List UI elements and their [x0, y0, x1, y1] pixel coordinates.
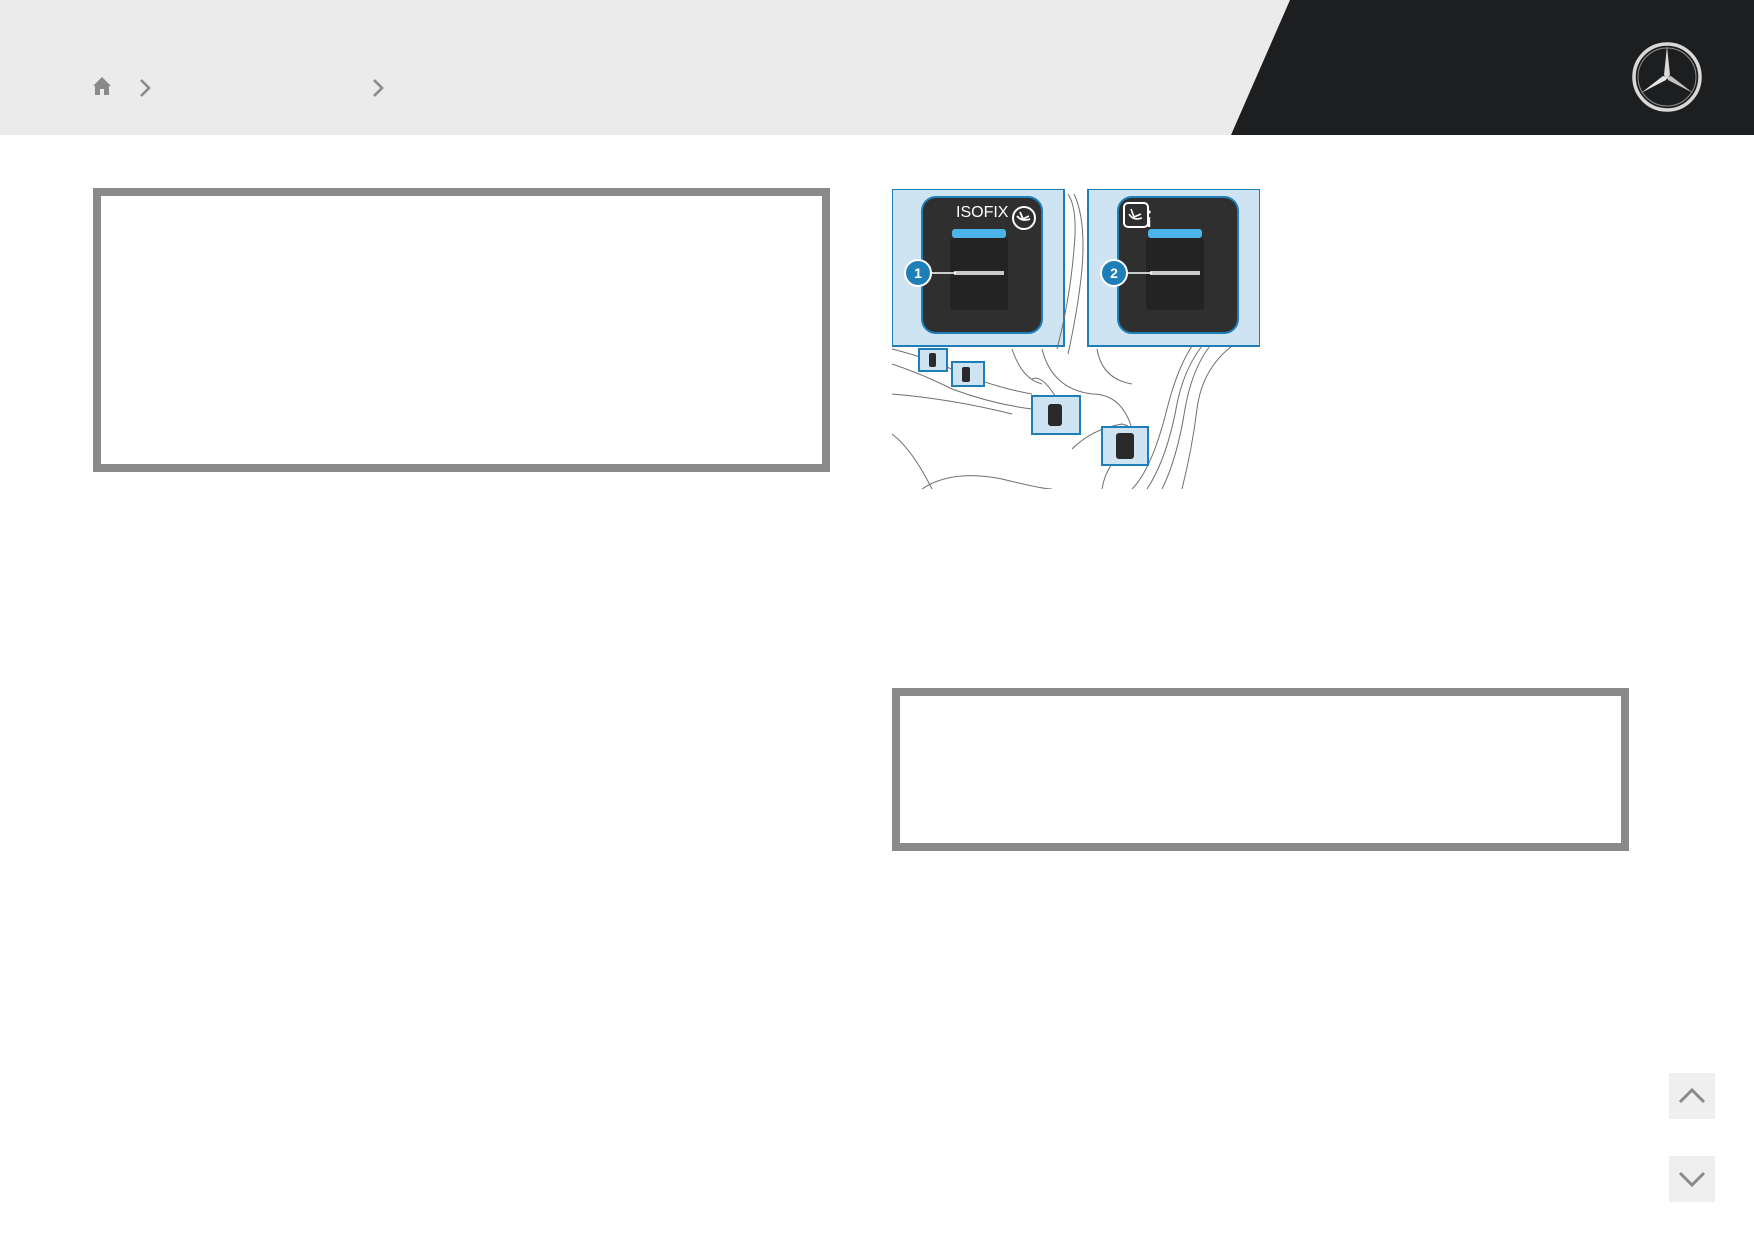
- isofix-illustration: 1 ISOFIX 2: [892, 189, 1260, 489]
- callout-1: 1: [914, 265, 922, 281]
- child-seat-info-icon: [1123, 202, 1151, 228]
- scroll-up-button[interactable]: [1669, 1073, 1715, 1119]
- callout-2: 2: [1110, 265, 1118, 281]
- header-dark-section: [1231, 0, 1754, 135]
- breadcrumb-chevron-icon: [134, 74, 156, 102]
- breadcrumb-chevron-icon: [367, 74, 389, 102]
- chevron-down-icon: [1678, 1171, 1706, 1188]
- isofix-label: ISOFIX: [956, 204, 1009, 221]
- content-frame-left: [93, 188, 830, 472]
- scroll-down-button[interactable]: [1669, 1156, 1715, 1202]
- mercedes-star-logo: [1632, 42, 1702, 112]
- child-seat-icon: [1012, 206, 1036, 230]
- content-frame-right: [892, 688, 1629, 851]
- home-icon[interactable]: [88, 72, 116, 100]
- chevron-up-icon: [1678, 1087, 1706, 1104]
